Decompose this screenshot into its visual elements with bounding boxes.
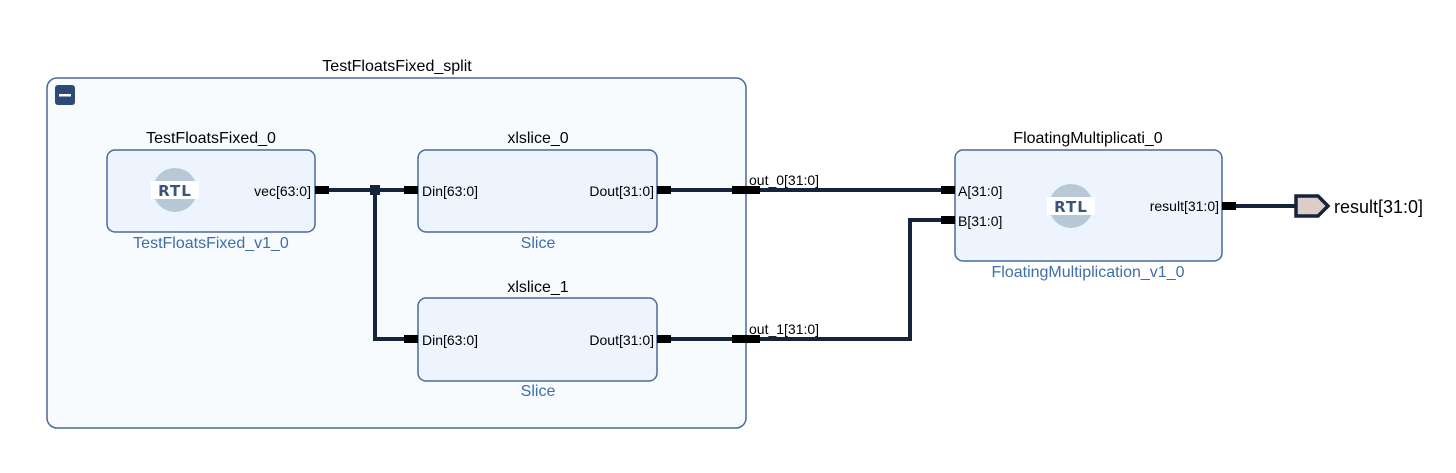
collapse-button[interactable] bbox=[55, 85, 75, 105]
net-label-out0: out_0[31:0] bbox=[749, 172, 819, 188]
hierarchy-pin-out0[interactable] bbox=[732, 186, 760, 194]
port-pin-dout[interactable] bbox=[657, 186, 671, 194]
rtl-icon-band bbox=[1047, 197, 1095, 215]
rtl-icon-label: RTL bbox=[158, 182, 192, 200]
port-pin-din[interactable] bbox=[404, 186, 418, 194]
rtl-icon: RTL bbox=[1047, 184, 1095, 228]
port-label-b: B[31:0] bbox=[958, 213, 1002, 229]
rtl-icon-label: RTL bbox=[1054, 198, 1088, 216]
port-label-vec: vec[63:0] bbox=[254, 183, 311, 199]
block-title: xlslice_0 bbox=[507, 130, 568, 147]
port-pin-vec[interactable] bbox=[315, 186, 329, 194]
port-pin-a[interactable] bbox=[941, 186, 955, 194]
rtl-icon: RTL bbox=[151, 168, 199, 212]
block-ip-name: TestFloatsFixed_v1_0 bbox=[133, 235, 289, 252]
net-label-out1: out_1[31:0] bbox=[749, 321, 819, 337]
net-junction bbox=[370, 185, 380, 195]
port-pin-dout[interactable] bbox=[657, 335, 671, 343]
block-title: FloatingMultiplicati_0 bbox=[1013, 130, 1163, 147]
port-pin-b[interactable] bbox=[941, 216, 955, 224]
wire-vec-to-slice1[interactable] bbox=[373, 190, 418, 341]
port-pin-result[interactable] bbox=[1222, 202, 1236, 210]
rtl-icon-band bbox=[151, 181, 199, 199]
minus-icon bbox=[59, 94, 71, 97]
port-label-result: result[31:0] bbox=[1150, 198, 1219, 214]
external-port-label: result[31:0] bbox=[1334, 197, 1423, 217]
port-label-dout: Dout[31:0] bbox=[589, 332, 654, 348]
block-title: TestFloatsFixed_0 bbox=[146, 130, 276, 147]
block-ip-name: Slice bbox=[521, 383, 556, 400]
hierarchy-group-title: TestFloatsFixed_split bbox=[322, 58, 472, 75]
block-xlslice-1[interactable]: xlslice_1 Din[63:0] Dout[31:0] Slice bbox=[404, 279, 671, 400]
wire-out1[interactable] bbox=[668, 218, 955, 341]
wires bbox=[329, 185, 1296, 341]
block-testfloatsfixed-0[interactable]: TestFloatsFixed_0 RTL vec[63:0] TestFloa… bbox=[106, 130, 329, 252]
output-port-arrow-icon bbox=[1294, 194, 1331, 218]
port-label-din: Din[63:0] bbox=[422, 332, 478, 348]
hierarchy-pin-out1[interactable] bbox=[732, 335, 760, 343]
port-label-dout: Dout[31:0] bbox=[589, 183, 654, 199]
block-xlslice-0[interactable]: xlslice_0 Din[63:0] Dout[31:0] Slice bbox=[404, 130, 671, 252]
external-port-result[interactable]: result[31:0] bbox=[1294, 194, 1423, 218]
block-floatingmultiplicati-0[interactable]: FloatingMultiplicati_0 A[31:0] B[31:0] R… bbox=[941, 130, 1236, 281]
block-title: xlslice_1 bbox=[507, 279, 568, 296]
block-ip-name: Slice bbox=[521, 235, 556, 252]
port-label-din: Din[63:0] bbox=[422, 183, 478, 199]
port-pin-din[interactable] bbox=[404, 335, 418, 343]
port-label-a: A[31:0] bbox=[958, 183, 1002, 199]
block-ip-name: FloatingMultiplication_v1_0 bbox=[992, 264, 1185, 281]
